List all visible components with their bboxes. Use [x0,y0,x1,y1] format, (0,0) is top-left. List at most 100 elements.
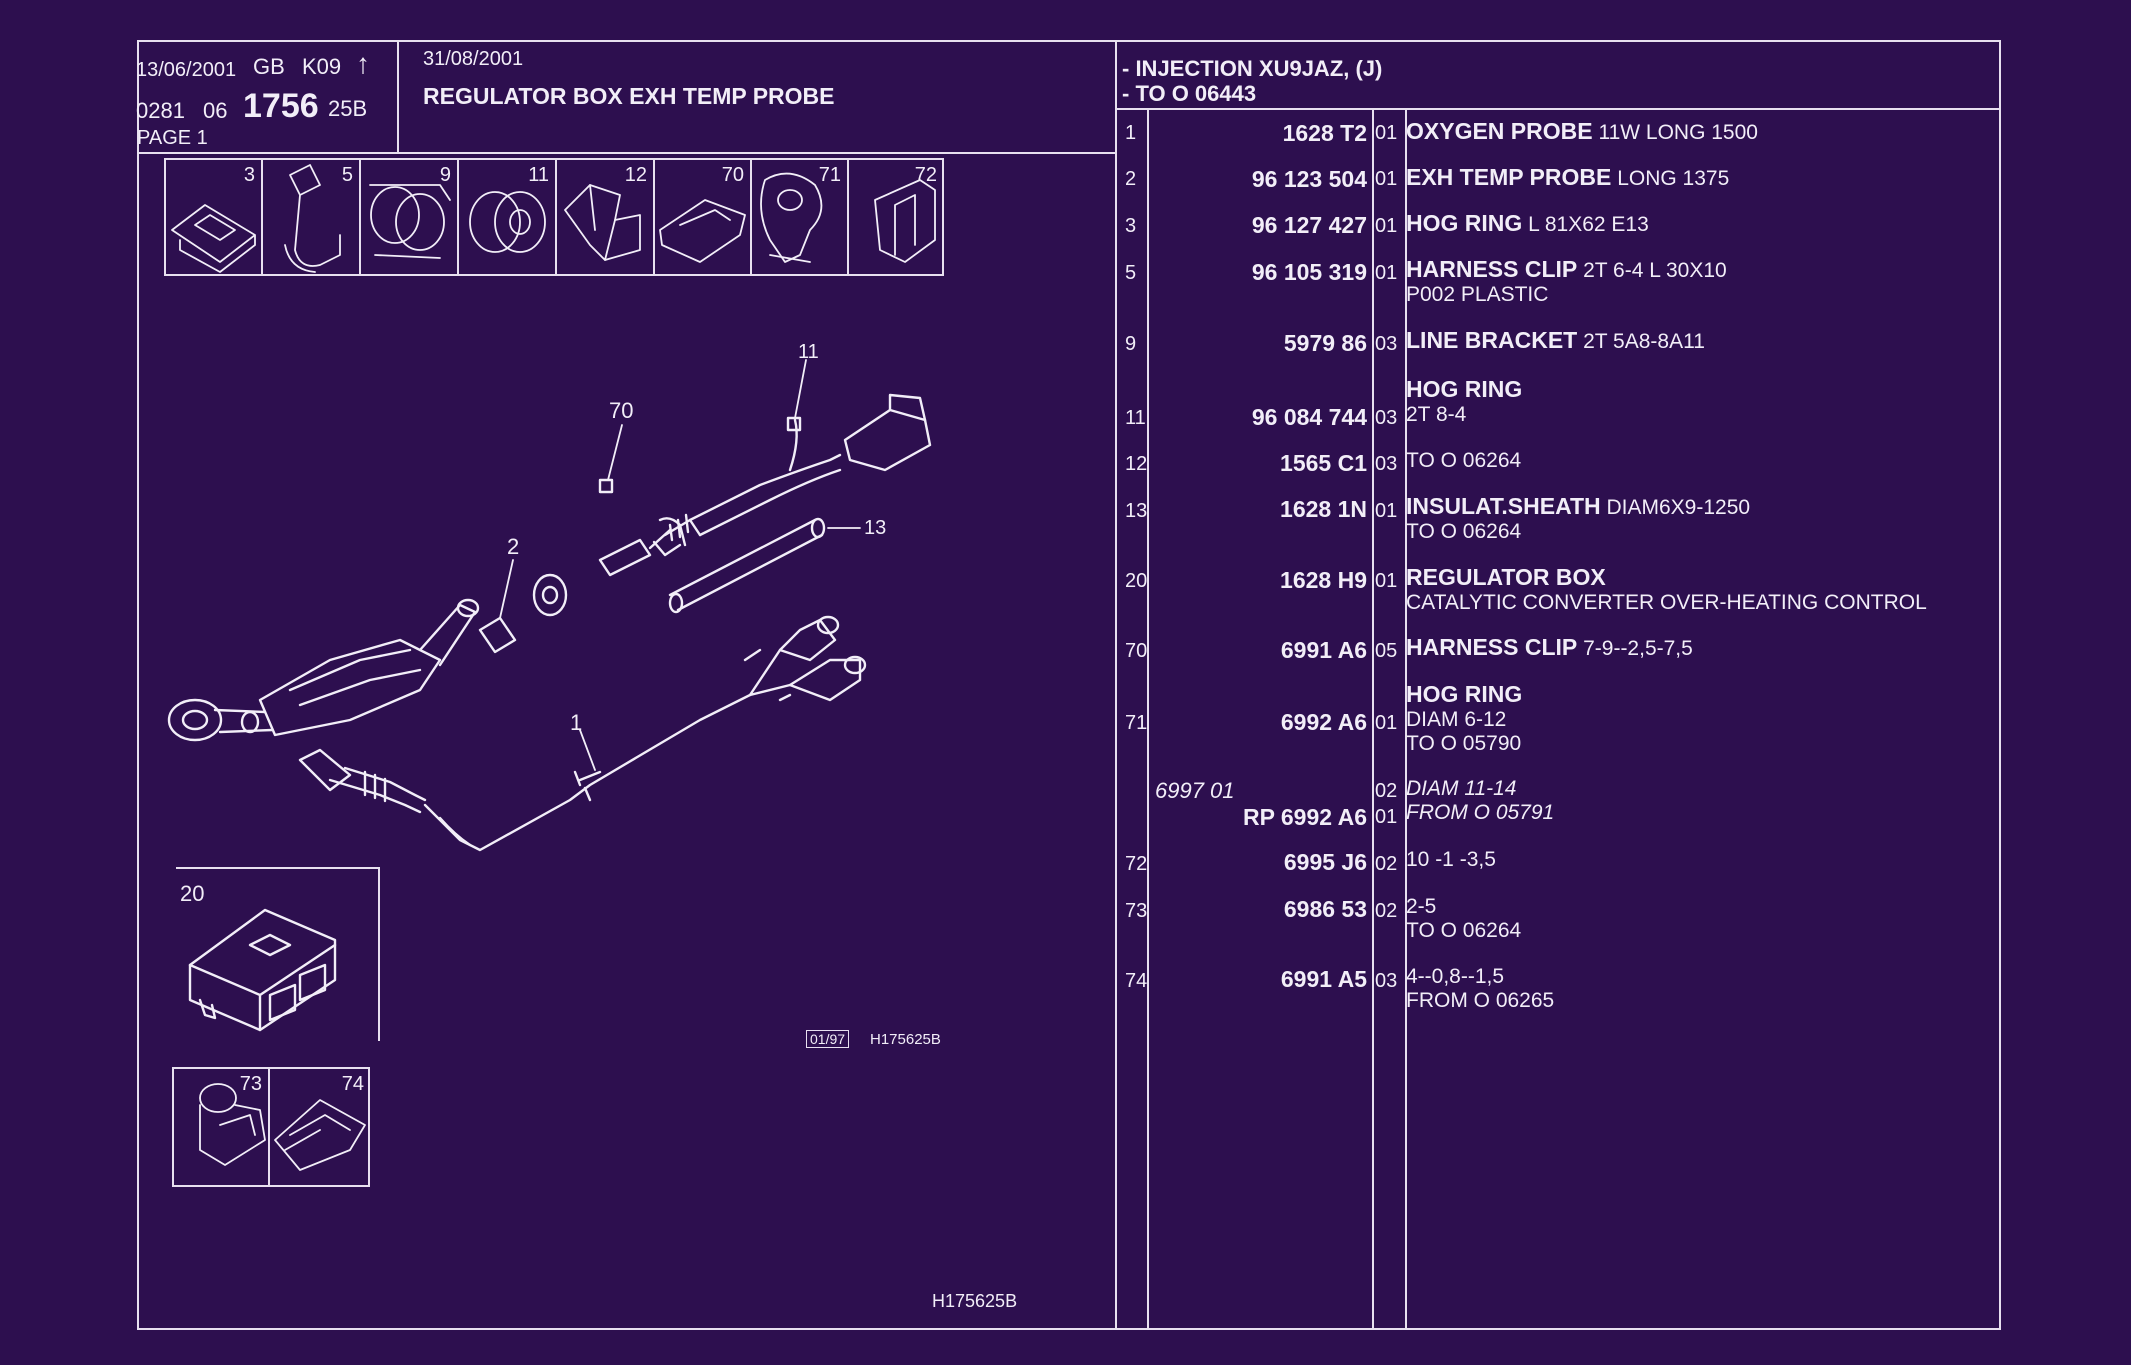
parts-col-qty [1372,108,1374,1330]
tile-number: 3 [243,164,255,186]
part-extra2: TO O 05790 [1406,732,1522,756]
part-extra: 2T 8-4 [1406,403,1467,427]
part-number: 1628 H9 [1280,567,1367,593]
parts-header-line [1115,108,2001,110]
callout-2: 2 [507,534,520,559]
main-divider [1115,40,1117,1330]
part-name: HOG RING [1406,376,1523,402]
header-ref-mid: 06 [203,98,228,123]
tile-71-icon [760,172,823,263]
part-name: HARNESS CLIP [1406,634,1578,660]
part-qty: 03 [1375,453,1398,475]
row-no: 2 [1125,168,1137,190]
part-qty: 02 [1375,853,1398,875]
drawing-ref: H175625B [870,1031,941,1048]
tile-70-icon [659,199,746,263]
tile-11: 11 [459,158,557,276]
part-qty: 03 [1375,970,1398,992]
part-detail: 2-5 [1406,895,1437,918]
part-desc: HOG RING L 81X62 E13 [1406,210,1649,237]
part-detail: L 81X62 E13 [1528,213,1649,236]
header-lang: GB [253,54,285,79]
header-page: PAGE 1 [137,127,208,149]
part-detail: 11W LONG 1500 [1598,121,1758,144]
row-no: 3 [1125,215,1137,237]
part-number: 6986 53 [1283,896,1367,922]
tile-71: 71 [752,158,849,276]
tile-11-icon [469,191,546,253]
part-qty: 01 [1375,122,1398,144]
part-number-alt: 6997 01 [1155,778,1235,803]
row-no: 71 [1125,712,1148,734]
row-no: 1 [1125,122,1137,144]
part-qty: 01 [1375,712,1398,734]
part-name: OXYGEN PROBE [1406,118,1593,144]
callout-70: 70 [609,398,634,423]
part-number: 6992 A6 [1280,709,1367,735]
part-name: INSULAT.SHEATH [1406,493,1601,519]
part-desc: OXYGEN PROBE 11W LONG 1500 [1406,118,1758,145]
header-ref-prefix: 0281 [136,98,185,123]
part-name: LINE BRACKET [1406,327,1578,353]
part-extra: DIAM 6-12 [1406,708,1507,732]
part-number: 96 084 744 [1251,404,1367,430]
leader-2 [499,559,514,619]
leader-70 [607,424,623,481]
tile-72-icon [874,179,936,263]
part-detail: DIAM 11-14 [1406,777,1517,800]
application-line1: - INJECTION XU9JAZ, (J) [1122,56,1383,81]
part-detail: DIAM6X9-1250 [1606,496,1751,519]
part-detail: 2T 6-4 L 30X10 [1583,259,1727,282]
header-ref-main: 1756 [243,87,319,125]
tile-5: 5 [263,158,361,276]
header-date1: 13/06/2001 [136,59,237,81]
tile-9: 9 [361,158,459,276]
part-qty: 01 [1375,500,1398,522]
main-assembly [167,393,932,852]
part-qty: 01 [1375,262,1398,284]
tile-12-icon [564,184,641,261]
row-no: 72 [1125,853,1148,875]
row-no: 11 [1125,407,1146,429]
regulator-box-icon [188,908,337,1032]
tile-12: 12 [557,158,655,276]
header-ref-suffix: 25B [328,96,368,121]
application-line2: - TO O 06443 [1122,81,1257,106]
header-date2: 31/08/2001 [423,48,524,70]
row-no: 73 [1125,900,1148,922]
parts-col-no [1147,108,1149,1330]
tile-5-icon [284,164,341,273]
inset-box-20: 20 [176,867,380,1041]
tile-strip-bottom [172,1067,370,1187]
header-arrow: ↑ [356,48,370,79]
part-qty: 01 [1375,570,1398,592]
tile-number: 9 [439,164,451,186]
part-name: HOG RING [1406,681,1523,707]
row-no: 12 [1125,453,1148,475]
part-detail: LONG 1375 [1617,167,1730,190]
part-desc: EXH TEMP PROBE LONG 1375 [1406,164,1729,191]
page-frame [137,40,2001,1330]
part-desc: HARNESS CLIP 7-9--2,5-7,5 [1406,634,1693,661]
part-extra: P002 PLASTIC [1406,283,1549,307]
part-qty: 01 [1375,215,1398,237]
tile-number: 11 [528,164,549,186]
part-name: REGULATOR BOX [1406,564,1606,590]
part-number: 5979 86 [1283,330,1367,356]
tile-number: 12 [624,164,647,186]
part-detail: FROM O 05791 [1406,801,1555,824]
row-no: 20 [1125,570,1148,592]
part-qty: 02 [1375,900,1398,922]
part-number: 1628 T2 [1282,120,1367,146]
callout-1: 1 [570,710,583,735]
row-no: 9 [1125,333,1137,355]
part-detail: 7-9--2,5-7,5 [1583,637,1693,660]
